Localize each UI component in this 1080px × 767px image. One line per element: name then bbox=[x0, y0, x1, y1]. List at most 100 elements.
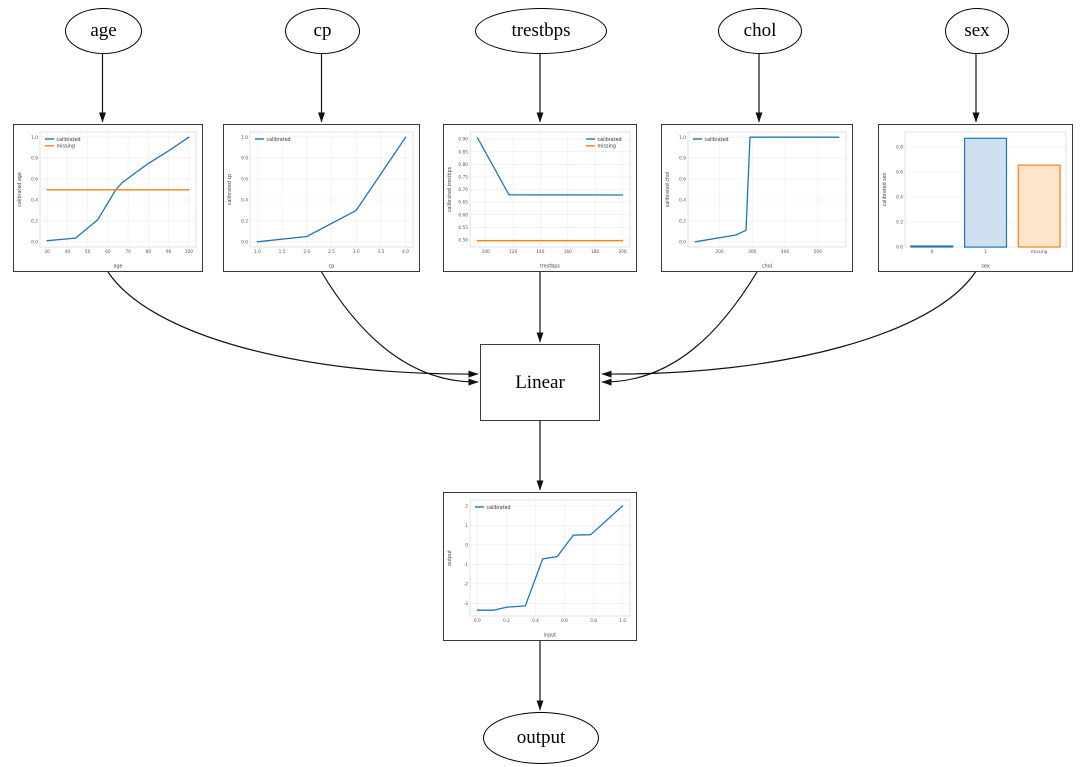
svg-text:1: 1 bbox=[465, 523, 468, 529]
svg-text:0.4: 0.4 bbox=[532, 618, 539, 624]
svg-text:0: 0 bbox=[930, 249, 933, 255]
svg-text:calibrated: calibrated bbox=[705, 137, 729, 143]
linear-node: Linear bbox=[480, 344, 600, 421]
svg-text:100: 100 bbox=[185, 249, 193, 255]
svg-text:calibrated: calibrated bbox=[57, 137, 81, 143]
edge-sex-calibrator-to-linear bbox=[601, 271, 976, 378]
svg-text:chol: chol bbox=[762, 264, 772, 270]
svg-text:200: 200 bbox=[618, 249, 626, 255]
svg-text:0.8: 0.8 bbox=[590, 618, 597, 624]
svg-text:1.0: 1.0 bbox=[241, 135, 248, 141]
svg-text:0.6: 0.6 bbox=[561, 618, 568, 624]
svg-text:0.2: 0.2 bbox=[503, 618, 510, 624]
svg-text:-2: -2 bbox=[464, 581, 469, 587]
input-node-trestbps-label: trestbps bbox=[511, 20, 571, 41]
svg-text:1: 1 bbox=[984, 249, 987, 255]
svg-text:200: 200 bbox=[715, 249, 723, 255]
svg-text:0.4: 0.4 bbox=[241, 198, 248, 204]
svg-text:1.0: 1.0 bbox=[31, 135, 38, 141]
svg-text:500: 500 bbox=[814, 249, 822, 255]
linear-node-label: Linear bbox=[515, 371, 565, 393]
input-node-trestbps: trestbps bbox=[475, 8, 607, 54]
svg-text:0.2: 0.2 bbox=[679, 219, 686, 225]
svg-text:0.60: 0.60 bbox=[458, 212, 468, 218]
input-node-age: age bbox=[65, 8, 142, 54]
svg-text:sex: sex bbox=[981, 265, 989, 270]
svg-text:input: input bbox=[544, 633, 556, 639]
svg-text:60: 60 bbox=[105, 249, 111, 255]
svg-text:0.65: 0.65 bbox=[458, 200, 468, 206]
svg-text:calibrated age: calibrated age bbox=[17, 172, 23, 207]
svg-text:0.8: 0.8 bbox=[241, 156, 248, 162]
svg-text:0.6: 0.6 bbox=[679, 177, 686, 183]
svg-text:0.85: 0.85 bbox=[458, 149, 468, 155]
svg-text:0.6: 0.6 bbox=[241, 177, 248, 183]
input-node-sex: sex bbox=[945, 8, 1009, 54]
svg-text:0.75: 0.75 bbox=[458, 175, 468, 181]
input-node-sex-label: sex bbox=[964, 20, 990, 41]
svg-text:0.80: 0.80 bbox=[458, 162, 468, 168]
output-node-label: output bbox=[516, 727, 566, 748]
edge-cp-calibrator-to-linear bbox=[320, 271, 479, 386]
svg-text:3.5: 3.5 bbox=[377, 249, 384, 255]
svg-text:output: output bbox=[447, 550, 453, 566]
svg-text:0.2: 0.2 bbox=[241, 219, 248, 225]
svg-text:90: 90 bbox=[166, 249, 172, 255]
svg-text:missing: missing bbox=[1031, 249, 1048, 255]
svg-text:0.0: 0.0 bbox=[474, 618, 481, 624]
svg-text:30: 30 bbox=[44, 249, 50, 255]
svg-text:100: 100 bbox=[482, 249, 490, 255]
svg-text:missing: missing bbox=[598, 144, 616, 150]
svg-text:120: 120 bbox=[509, 249, 517, 255]
svg-text:trestbps: trestbps bbox=[540, 264, 560, 270]
svg-text:0.8: 0.8 bbox=[896, 145, 903, 151]
input-node-chol-label: chol bbox=[743, 20, 777, 41]
svg-text:4.0: 4.0 bbox=[402, 249, 409, 255]
input-node-age-label: age bbox=[90, 20, 117, 41]
svg-text:0.4: 0.4 bbox=[896, 195, 903, 201]
svg-text:0.50: 0.50 bbox=[458, 238, 468, 244]
svg-text:1.0: 1.0 bbox=[254, 249, 261, 255]
svg-text:0.4: 0.4 bbox=[679, 198, 686, 204]
svg-text:-3: -3 bbox=[464, 601, 469, 607]
svg-text:0.8: 0.8 bbox=[679, 156, 686, 162]
svg-text:40: 40 bbox=[65, 249, 71, 255]
svg-text:0.0: 0.0 bbox=[896, 245, 903, 251]
svg-text:age: age bbox=[114, 265, 123, 270]
input-node-chol: chol bbox=[718, 8, 802, 54]
svg-text:calibrated chol: calibrated chol bbox=[665, 172, 671, 208]
input-node-cp: cp bbox=[285, 8, 360, 54]
svg-text:0.70: 0.70 bbox=[458, 187, 468, 193]
svg-text:0.55: 0.55 bbox=[458, 225, 468, 231]
svg-text:400: 400 bbox=[781, 249, 789, 255]
svg-text:2.5: 2.5 bbox=[328, 249, 335, 255]
svg-text:cp: cp bbox=[329, 265, 335, 270]
svg-text:160: 160 bbox=[564, 249, 572, 255]
svg-text:300: 300 bbox=[748, 249, 756, 255]
edge-chol-calibrator-to-linear bbox=[601, 271, 758, 386]
svg-text:0.4: 0.4 bbox=[31, 198, 38, 204]
svg-text:0.2: 0.2 bbox=[31, 219, 38, 225]
svg-text:calibrated: calibrated bbox=[487, 505, 511, 511]
svg-text:3.0: 3.0 bbox=[353, 249, 360, 255]
svg-text:140: 140 bbox=[536, 249, 544, 255]
svg-text:-1: -1 bbox=[464, 562, 469, 568]
svg-text:calibrated trestbps: calibrated trestbps bbox=[447, 166, 453, 212]
svg-text:0.6: 0.6 bbox=[31, 177, 38, 183]
svg-text:calibrated: calibrated bbox=[598, 137, 622, 143]
edge-age-calibrator-to-linear bbox=[107, 271, 479, 378]
svg-text:calibrated sex: calibrated sex bbox=[882, 172, 888, 206]
svg-text:0.2: 0.2 bbox=[896, 220, 903, 226]
